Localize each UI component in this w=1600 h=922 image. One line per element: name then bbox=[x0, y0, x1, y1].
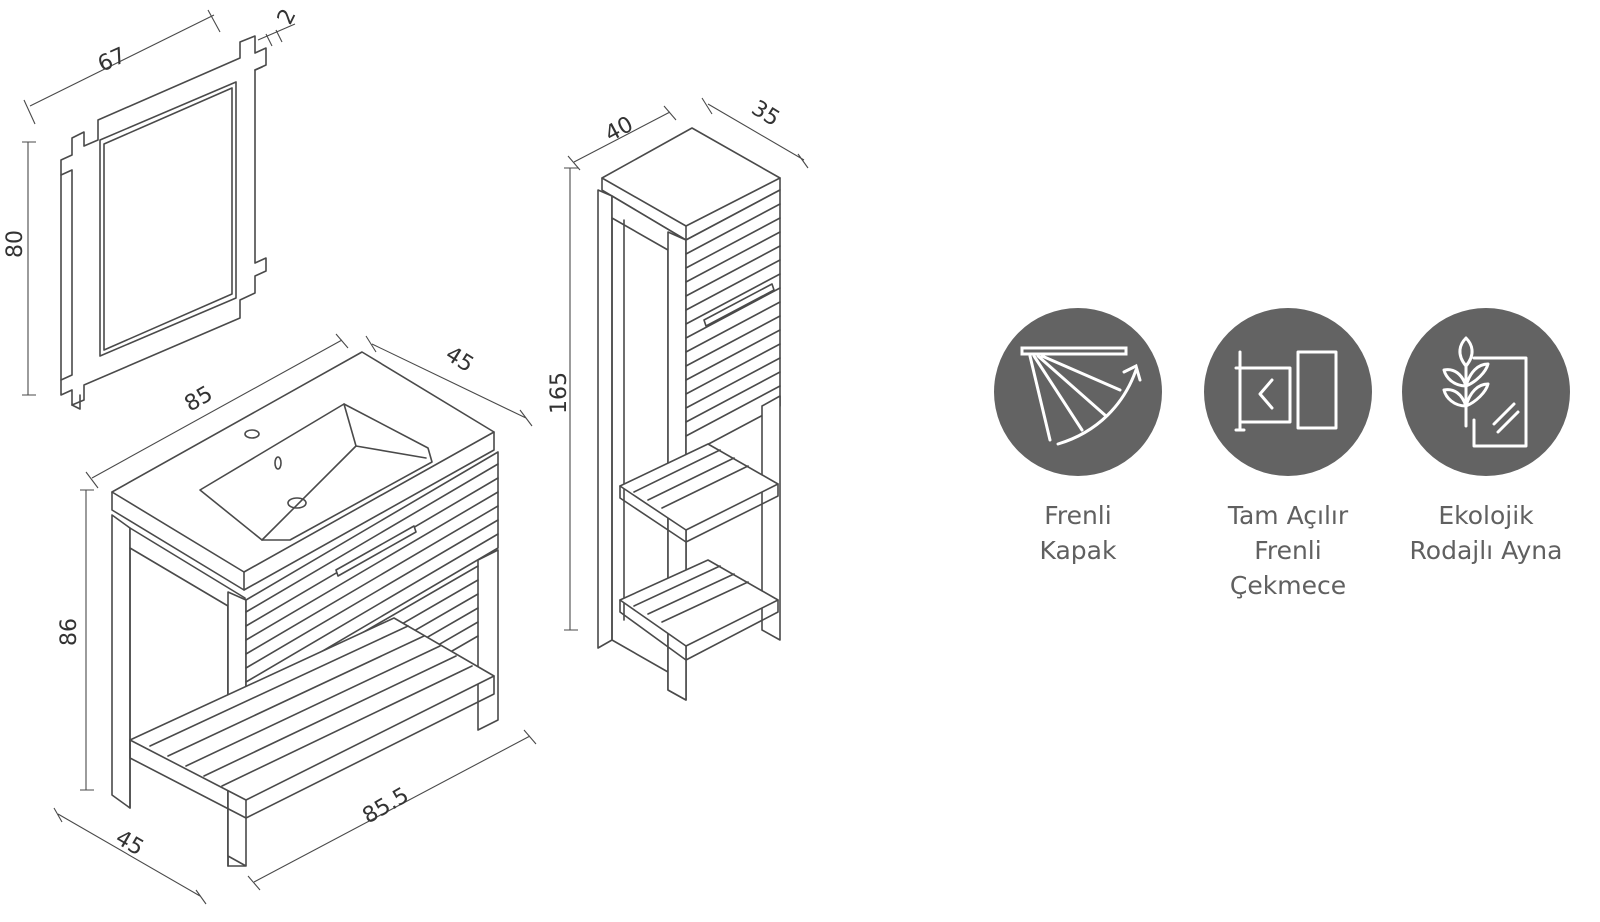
mirror-drawing: 67 2 80 bbox=[3, 5, 302, 410]
feature-label-line3: Çekmece bbox=[1229, 571, 1347, 600]
feature-label-line1: Ekolojik bbox=[1438, 501, 1534, 530]
sink-cabinet-drawing: 85 45 86 45 85.5 bbox=[53, 333, 537, 905]
eco-mirror-icon bbox=[1402, 308, 1570, 476]
base-width-label: 85.5 bbox=[359, 783, 414, 829]
feature-label-line2: Kapak bbox=[1039, 536, 1117, 565]
tall-cabinet-drawing: 40 35 165 bbox=[547, 96, 809, 701]
tall-width-label: 40 bbox=[601, 112, 637, 147]
mirror-height-label: 80 bbox=[3, 230, 28, 258]
sink-depth-label: 45 bbox=[441, 342, 478, 378]
mirror-depth-label: 2 bbox=[273, 5, 302, 29]
full-extension-drawer-icon bbox=[1204, 308, 1372, 476]
feature-label-line1: Tam Açılır bbox=[1227, 501, 1349, 530]
soft-close-door-icon bbox=[994, 308, 1162, 476]
feature-eco-mirror: Ekolojik Rodajlı Ayna bbox=[1386, 308, 1586, 568]
feature-label-line2: Rodajlı Ayna bbox=[1409, 536, 1563, 565]
feature-full-extension-drawer: Tam Açılır Frenli Çekmece bbox=[1188, 308, 1388, 603]
tall-depth-label: 35 bbox=[747, 96, 784, 132]
feature-label-line2: Frenli bbox=[1254, 536, 1322, 565]
base-depth-label: 45 bbox=[111, 826, 148, 862]
tall-height-label: 165 bbox=[547, 372, 572, 414]
cabinet-height-label: 86 bbox=[57, 618, 82, 646]
mirror-width-label: 67 bbox=[94, 43, 130, 77]
feature-soft-close-door: Frenli Kapak bbox=[978, 308, 1178, 568]
feature-label-line1: Frenli bbox=[1044, 501, 1112, 530]
